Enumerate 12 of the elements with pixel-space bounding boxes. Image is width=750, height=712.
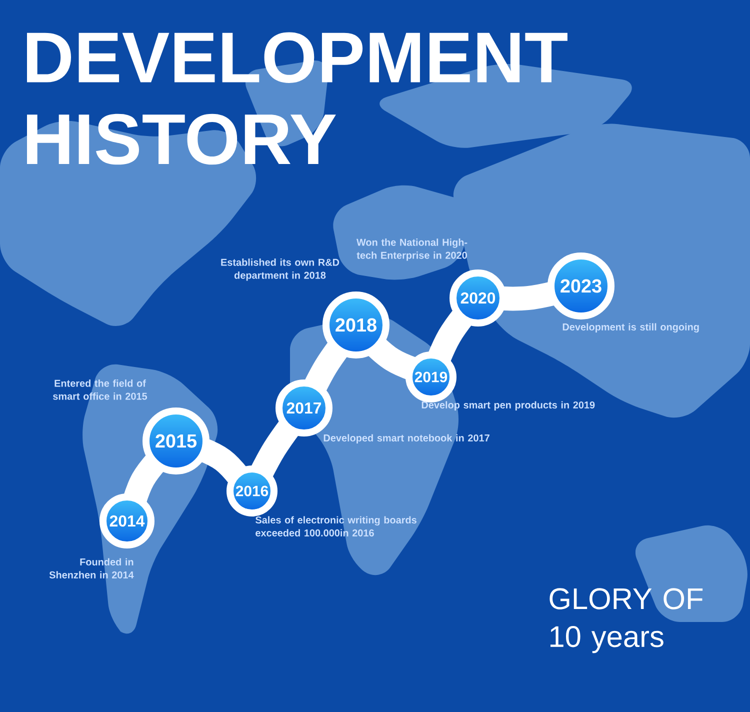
caption-text: Developed smart notebook in 2017 bbox=[324, 434, 490, 444]
title: DEVELOPMENT HISTORY bbox=[27, 32, 568, 165]
ribbon-connector bbox=[304, 340, 350, 394]
ribbon-connector bbox=[366, 336, 418, 380]
ribbon-connector bbox=[122, 452, 166, 504]
ribbon-connector bbox=[250, 418, 300, 480]
caption-text: Sales of electronic writing boards exceeded 100.000in 2016 bbox=[255, 516, 416, 536]
caption-text: Established its own R&D department in 2018 bbox=[221, 258, 340, 281]
slogan-text: GLORY OF 10 years bbox=[550, 588, 703, 654]
caption-text: Development is still ongoing bbox=[562, 323, 699, 333]
caption-text: Founded in Shenzhen in 2014 bbox=[49, 558, 134, 578]
ribbon-connector bbox=[428, 308, 474, 364]
